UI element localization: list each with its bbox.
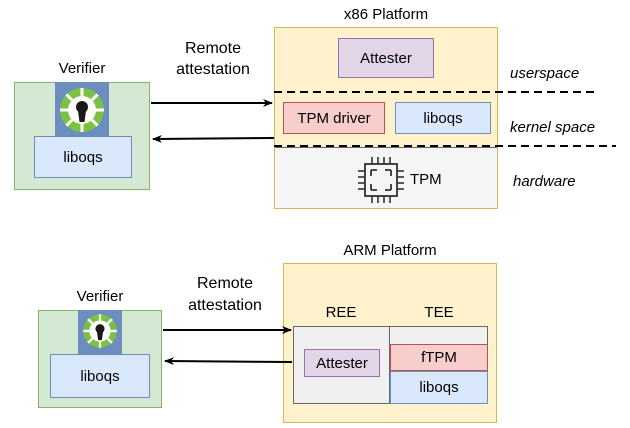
layer-hardware-label: hardware — [511, 172, 578, 191]
bottom-platform-liboqs-box: liboqs — [390, 371, 488, 404]
bottom-verifier-keyhole-icon — [83, 314, 117, 348]
tpm-label: TPM — [410, 171, 442, 188]
top-platform-liboqs-box: liboqs — [395, 102, 491, 134]
top-response-arrow — [152, 134, 275, 143]
layer-userspace-label: userspace — [508, 64, 582, 83]
ftpm-box: fTPM — [390, 344, 488, 371]
ree-tee-divider — [389, 326, 390, 404]
bottom-remote-label: Remote — [196, 275, 254, 292]
bottom-response-arrow — [164, 357, 293, 366]
bottom-verifier-title: Verifier — [76, 288, 124, 305]
tee-label: TEE — [424, 304, 454, 321]
layer-kernel-space-label: kernel space — [508, 118, 598, 137]
top-attestation-label: attestation — [176, 61, 250, 78]
top-platform-title: x86 Platform — [343, 6, 429, 23]
top-attester-box: Attester — [338, 38, 434, 78]
top-verifier-liboqs-box: liboqs — [34, 136, 132, 178]
top-hardware-region — [275, 147, 497, 208]
ree-label: REE — [325, 304, 357, 321]
top-verifier-keyhole-icon — [60, 88, 104, 132]
top-remote-label: Remote — [184, 40, 242, 57]
top-verifier-title: Verifier — [58, 60, 106, 77]
bottom-verifier-liboqs-box: liboqs — [50, 354, 150, 398]
bottom-attester-box: Attester — [304, 349, 380, 377]
tpm-chip-icon — [358, 157, 404, 203]
top-tpm-driver-box: TPM driver — [283, 102, 385, 134]
bottom-platform-title: ARM Platform — [343, 242, 437, 259]
bottom-attestation-label: attestation — [188, 297, 262, 314]
